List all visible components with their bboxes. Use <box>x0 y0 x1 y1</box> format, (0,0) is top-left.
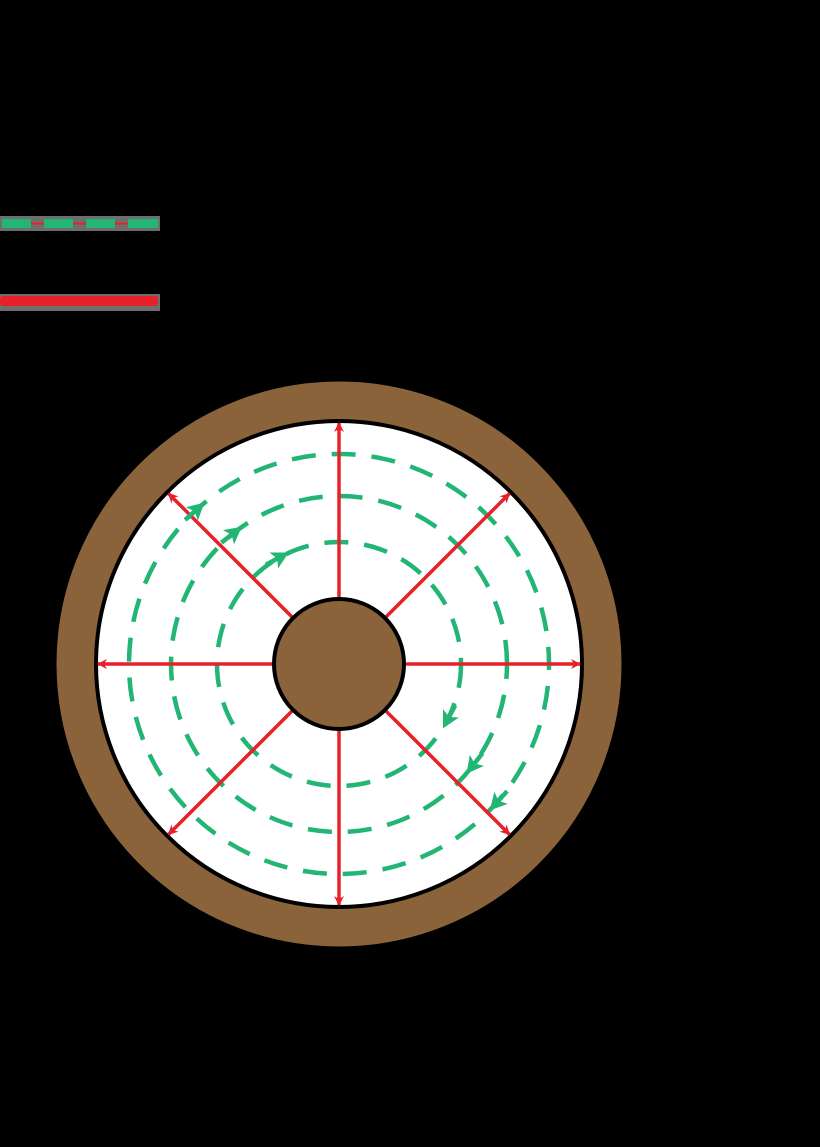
solid-line-icon <box>0 294 160 311</box>
heartwood-core <box>272 597 406 731</box>
flow-arrowhead <box>466 751 485 774</box>
legend-swatch-radial <box>0 294 160 311</box>
radial-arrow <box>383 708 511 836</box>
flow-arrowhead <box>489 789 509 811</box>
flow-arrowhead <box>219 526 242 545</box>
legend-swatch-circulation <box>0 216 160 231</box>
radial-arrow <box>383 492 511 620</box>
circulation-arrowheads <box>183 502 509 811</box>
flow-arrowhead <box>442 704 459 729</box>
radial-arrow <box>167 708 295 836</box>
center-hub <box>272 597 406 731</box>
flow-arrowhead <box>183 502 205 522</box>
flow-arrowhead <box>264 552 289 569</box>
dashed-line-icon <box>0 216 160 231</box>
radial-arrows <box>97 422 581 906</box>
